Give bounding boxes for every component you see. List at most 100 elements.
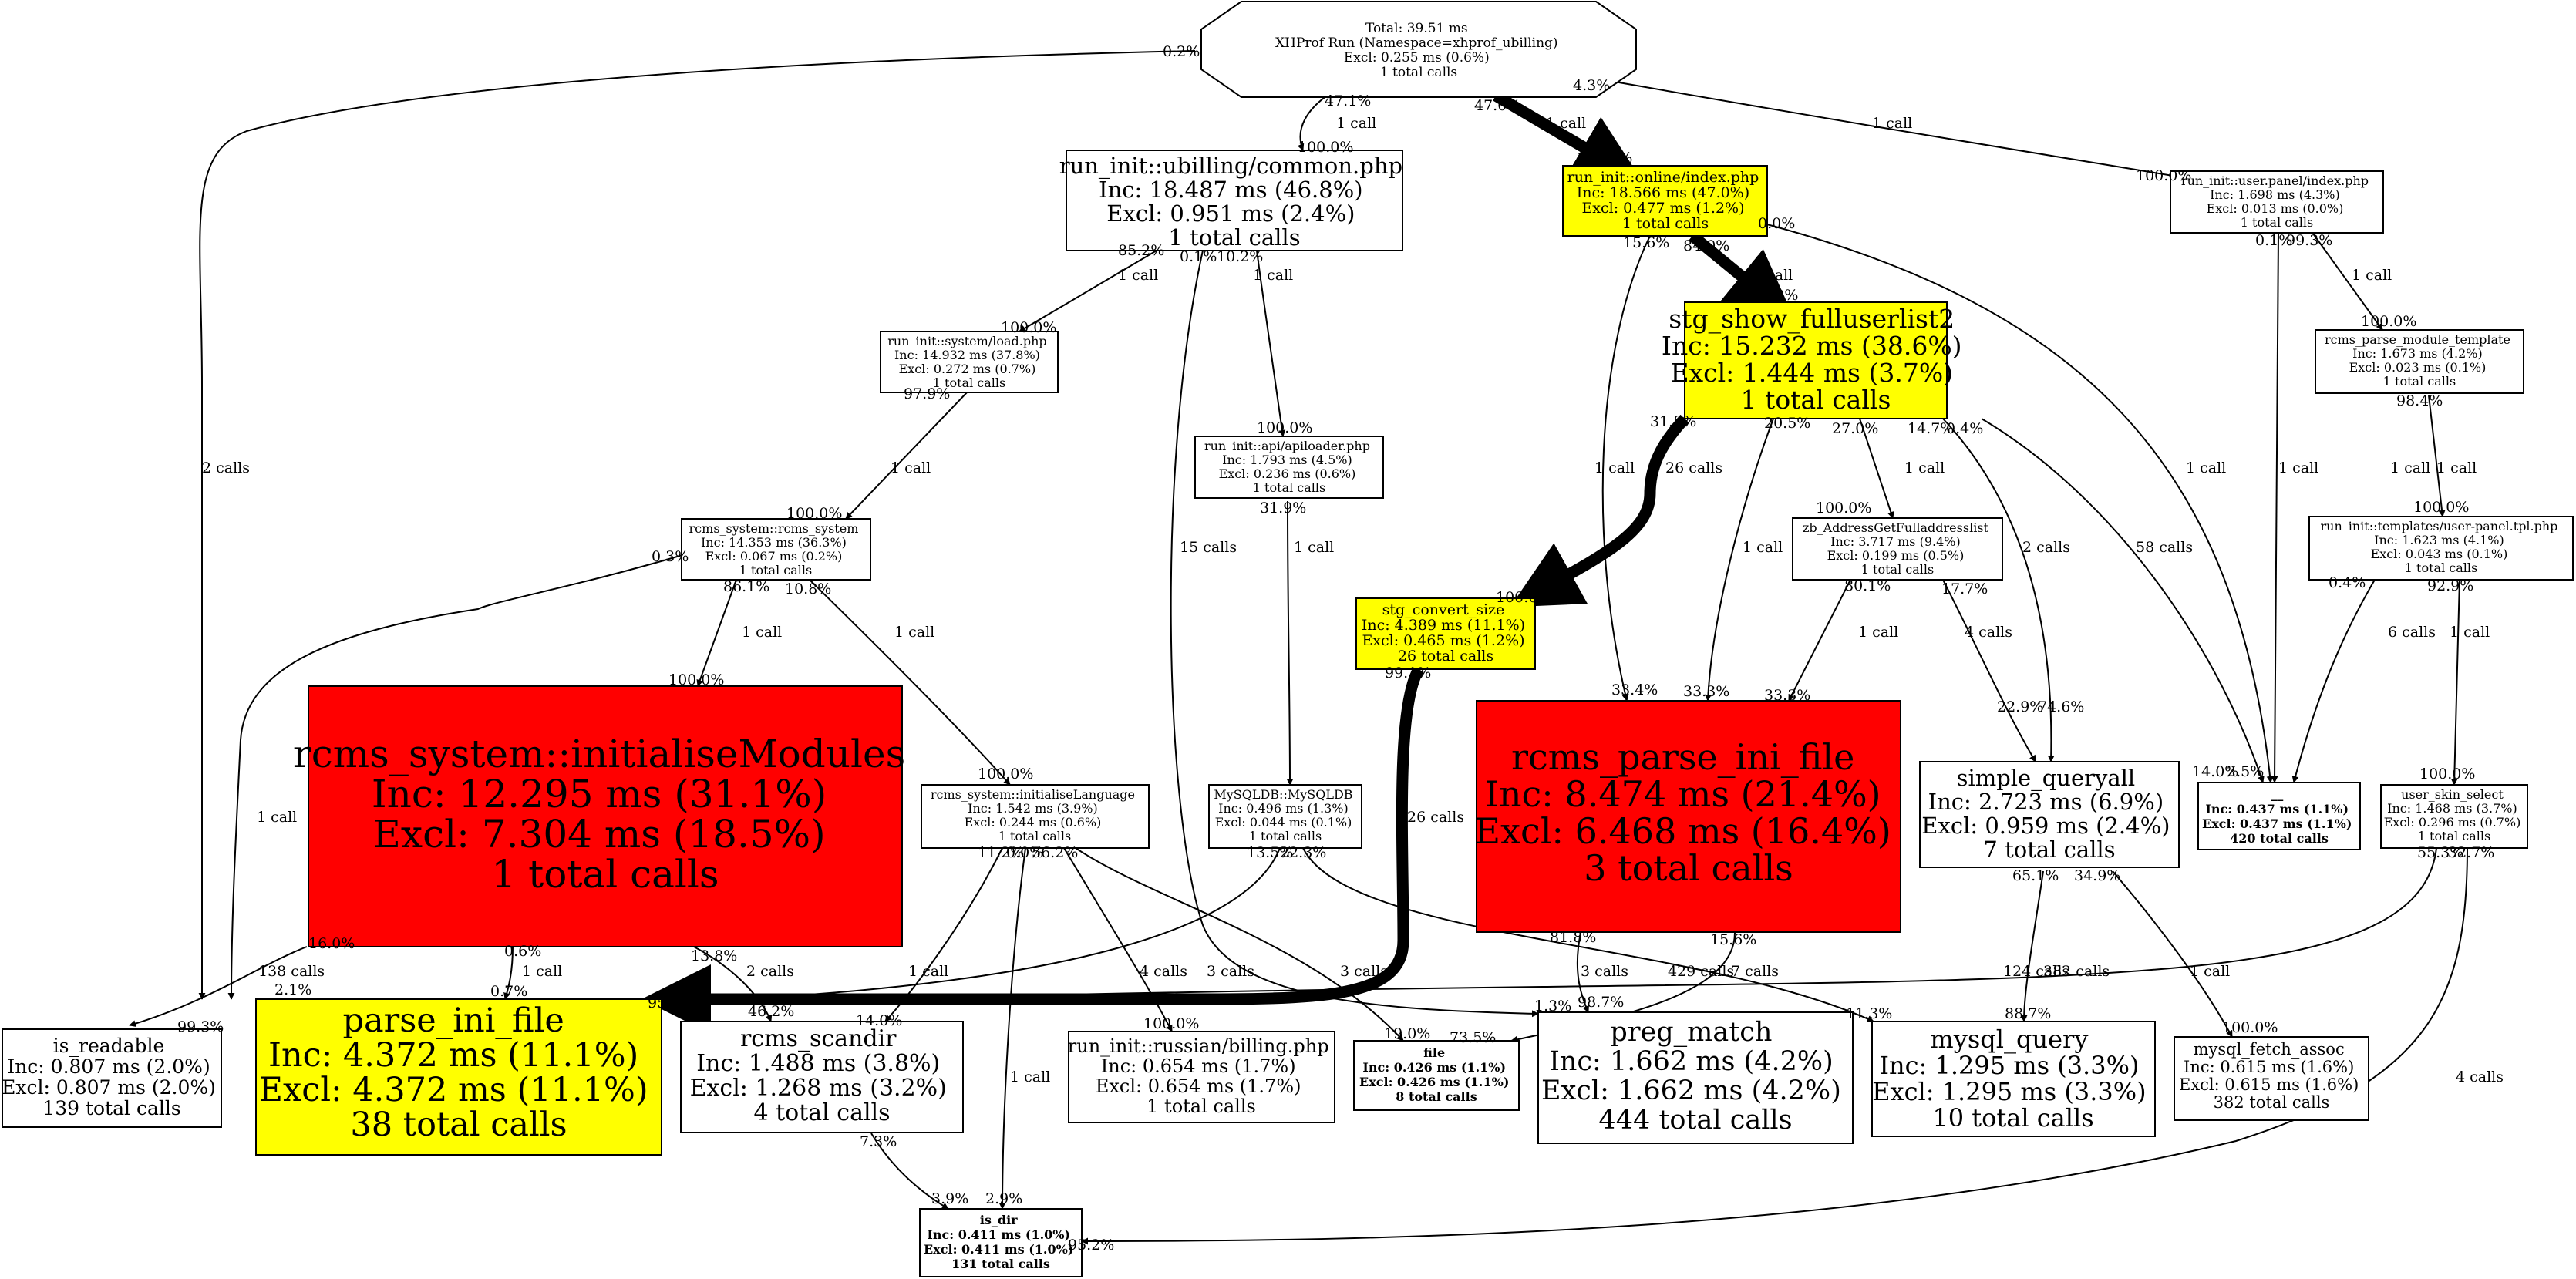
node-apiloader (1194, 436, 1384, 499)
node-convsize-text: stg_convert_size Inc: 4.389 ms (11.1%) E… (1362, 601, 1530, 665)
edge-online-showfull (1689, 231, 1795, 320)
percent-label: 46.2% (748, 1003, 794, 1020)
node-root-shape (1200, 1, 1637, 98)
node-mysqldb-line: Excl: 0.044 ms (0.1%) (1215, 815, 1352, 830)
node-rcmssystem-line: 1 total calls (739, 563, 812, 577)
node-parseini-line: Inc: 4.372 ms (11.1%) (268, 1036, 638, 1075)
percent-label: 100.0% (2136, 167, 2191, 184)
percent-label: 0.1% (2255, 232, 2292, 249)
node-apiloader-text: run_init::api/apiloader.php Inc: 1.793 m… (1204, 439, 1374, 495)
node-isreadable-text: is_readable Inc: 0.807 ms (2.0%) Excl: 0… (2, 1035, 222, 1119)
node-load-text: run_init::system/load.php Inc: 14.932 ms… (887, 334, 1050, 390)
edge-label: 3 calls (1581, 963, 1628, 980)
percent-label: 0.0% (1758, 215, 1795, 232)
percent-label: 100.0% (1577, 150, 1632, 167)
percent-label: 86.1% (723, 578, 769, 595)
node-fetchassoc-line: 382 total calls (2214, 1093, 2330, 1112)
node-parsemod-line: rcms_parse_module_template (2325, 332, 2510, 347)
node-parsemod-text: rcms_parse_module_template Inc: 1.673 ms… (2325, 332, 2514, 389)
edge-simpleq-fetchassoc (2112, 870, 2233, 1038)
percent-label: 100.0% (2222, 1019, 2278, 1036)
edge-label: 1 call (2436, 459, 2477, 476)
node-rcmsparse-text: rcms_parse_ini_file Inc: 8.474 ms (21.4%… (1475, 736, 1903, 889)
edge-apiloader-mysqldb (1286, 500, 1294, 786)
node-isreadable-box (2, 1028, 222, 1128)
node-mysqlquery (1871, 1021, 2156, 1137)
edge-label: 1 call (1253, 267, 1293, 284)
node-initmods (308, 685, 903, 947)
node-simpleq (1919, 761, 2180, 868)
node-load-line: 1 total calls (933, 375, 1005, 390)
node-rcmsparse-line: Excl: 6.468 ms (16.4%) (1475, 810, 1891, 852)
percent-label: 31.9% (1260, 500, 1306, 517)
node-rcmsparse-line: Inc: 8.474 ms (21.4%) (1485, 773, 1881, 815)
node-initmods-line: Inc: 12.295 ms (31.1%) (372, 772, 827, 816)
node-skinsel-text: user_skin_select Inc: 1.468 ms (3.7%) Ex… (2384, 787, 2525, 843)
node-isdir-line: Inc: 0.411 ms (1.0%) (927, 1227, 1070, 1242)
node-file-text: file Inc: 0.426 ms (1.1%) Excl: 0.426 ms… (1359, 1045, 1514, 1104)
edge-label: 7 calls (1731, 963, 1779, 980)
percent-label: 100.0% (2361, 313, 2416, 330)
percent-label: 2.5% (2227, 763, 2264, 780)
edge-load-rcmssystem (845, 391, 968, 520)
percent-label: 0.2% (1163, 43, 1200, 60)
percent-label: 16.0% (308, 935, 355, 952)
node-simpleq-line: 7 total calls (1983, 836, 2115, 863)
percent-label: 100.0% (1143, 1015, 1199, 1032)
edge-label: 429 calls (1668, 963, 1734, 980)
node-fetchassoc-text: mysql_fetch_assoc Inc: 0.615 ms (1.6%) E… (2179, 1040, 2364, 1112)
edge-common-load (1019, 250, 1157, 332)
node-zbaddr-line: Inc: 3.717 ms (9.4%) (1830, 534, 1961, 549)
edge-tplpanel-underscore (2291, 579, 2376, 783)
edge-label: 1 call (1336, 115, 1376, 132)
percent-label: 3.9% (931, 1190, 968, 1207)
node-simpleq-box (1919, 761, 2180, 868)
edge-label: 4 calls (1965, 624, 2012, 641)
edge-label: 1 call (257, 809, 297, 826)
percent-label: 98.7% (1578, 994, 1624, 1011)
node-common-line: Excl: 0.951 ms (2.4%) (1106, 200, 1355, 227)
node-mysqldb-line: 1 total calls (1249, 829, 1322, 843)
percent-label: 81.8% (1550, 929, 1596, 946)
percent-label: 100.0% (1816, 500, 1871, 517)
node-online-line: Inc: 18.566 ms (47.0%) (1577, 184, 1749, 201)
edge-label: 1 call (1118, 267, 1158, 284)
node-isdir-box (919, 1208, 1083, 1277)
node-initmods-line: Excl: 7.304 ms (18.5%) (372, 812, 825, 857)
edge-skinsel-isdir (1081, 847, 2468, 1245)
edge-userpanel-underscore (2271, 233, 2279, 783)
percent-label: 14.7% (1908, 420, 1954, 437)
node-underscore-line: 420 total calls (2230, 831, 2329, 846)
percent-label: 11.2% (978, 844, 1024, 861)
edge-label: 138 calls (258, 963, 325, 980)
node-pregmatch-line: Inc: 1.662 ms (4.2%) (1549, 1046, 1834, 1077)
node-skinsel-line: Inc: 1.468 ms (3.7%) (2387, 801, 2517, 816)
node-mysqlquery-line: 10 total calls (1932, 1103, 2093, 1133)
percent-label: 100.0% (2413, 499, 2469, 516)
node-tplpanel-box (2308, 516, 2574, 581)
node-showfull-text: stg_show_fulluserlist2 Inc: 15.232 ms (3… (1662, 304, 1970, 415)
node-mysqlquery-line: Excl: 1.295 ms (3.3%) (1872, 1077, 2147, 1106)
edge-label: 2 calls (2022, 539, 2070, 556)
edge-label: 1 call (742, 624, 782, 641)
node-skinsel-box (2380, 784, 2528, 849)
node-rcmsparse-line: rcms_parse_ini_file (1511, 736, 1854, 778)
edge-label: 3 calls (1207, 963, 1254, 980)
edge-label: 1 call (2186, 459, 2226, 476)
percent-label: 34.9% (2074, 867, 2120, 884)
edge-root-online (1493, 90, 1644, 183)
node-parsemod-box (2315, 329, 2524, 394)
percent-label: 14.0% (2192, 763, 2238, 780)
node-apiloader-line: Excl: 0.236 ms (0.6%) (1219, 466, 1356, 481)
edge-tplpanel-skinsel (2450, 579, 2460, 786)
percent-label: 100.0% (978, 766, 1033, 783)
edge-label: 1 call (2450, 624, 2490, 641)
edge-common-pregmatch (1170, 250, 1539, 1018)
node-initlang-line: 1 total calls (998, 829, 1071, 843)
node-pregmatch-line: Excl: 1.662 ms (4.2%) (1541, 1075, 1841, 1106)
edge-label: 1 call (1546, 115, 1586, 132)
node-mysqldb-line: Inc: 0.496 ms (1.3%) (1218, 801, 1349, 816)
edge-label: 1 call (2278, 459, 2318, 476)
node-apiloader-line: run_init::api/apiloader.php (1204, 439, 1370, 453)
percent-label: 100.0% (2419, 766, 2475, 783)
